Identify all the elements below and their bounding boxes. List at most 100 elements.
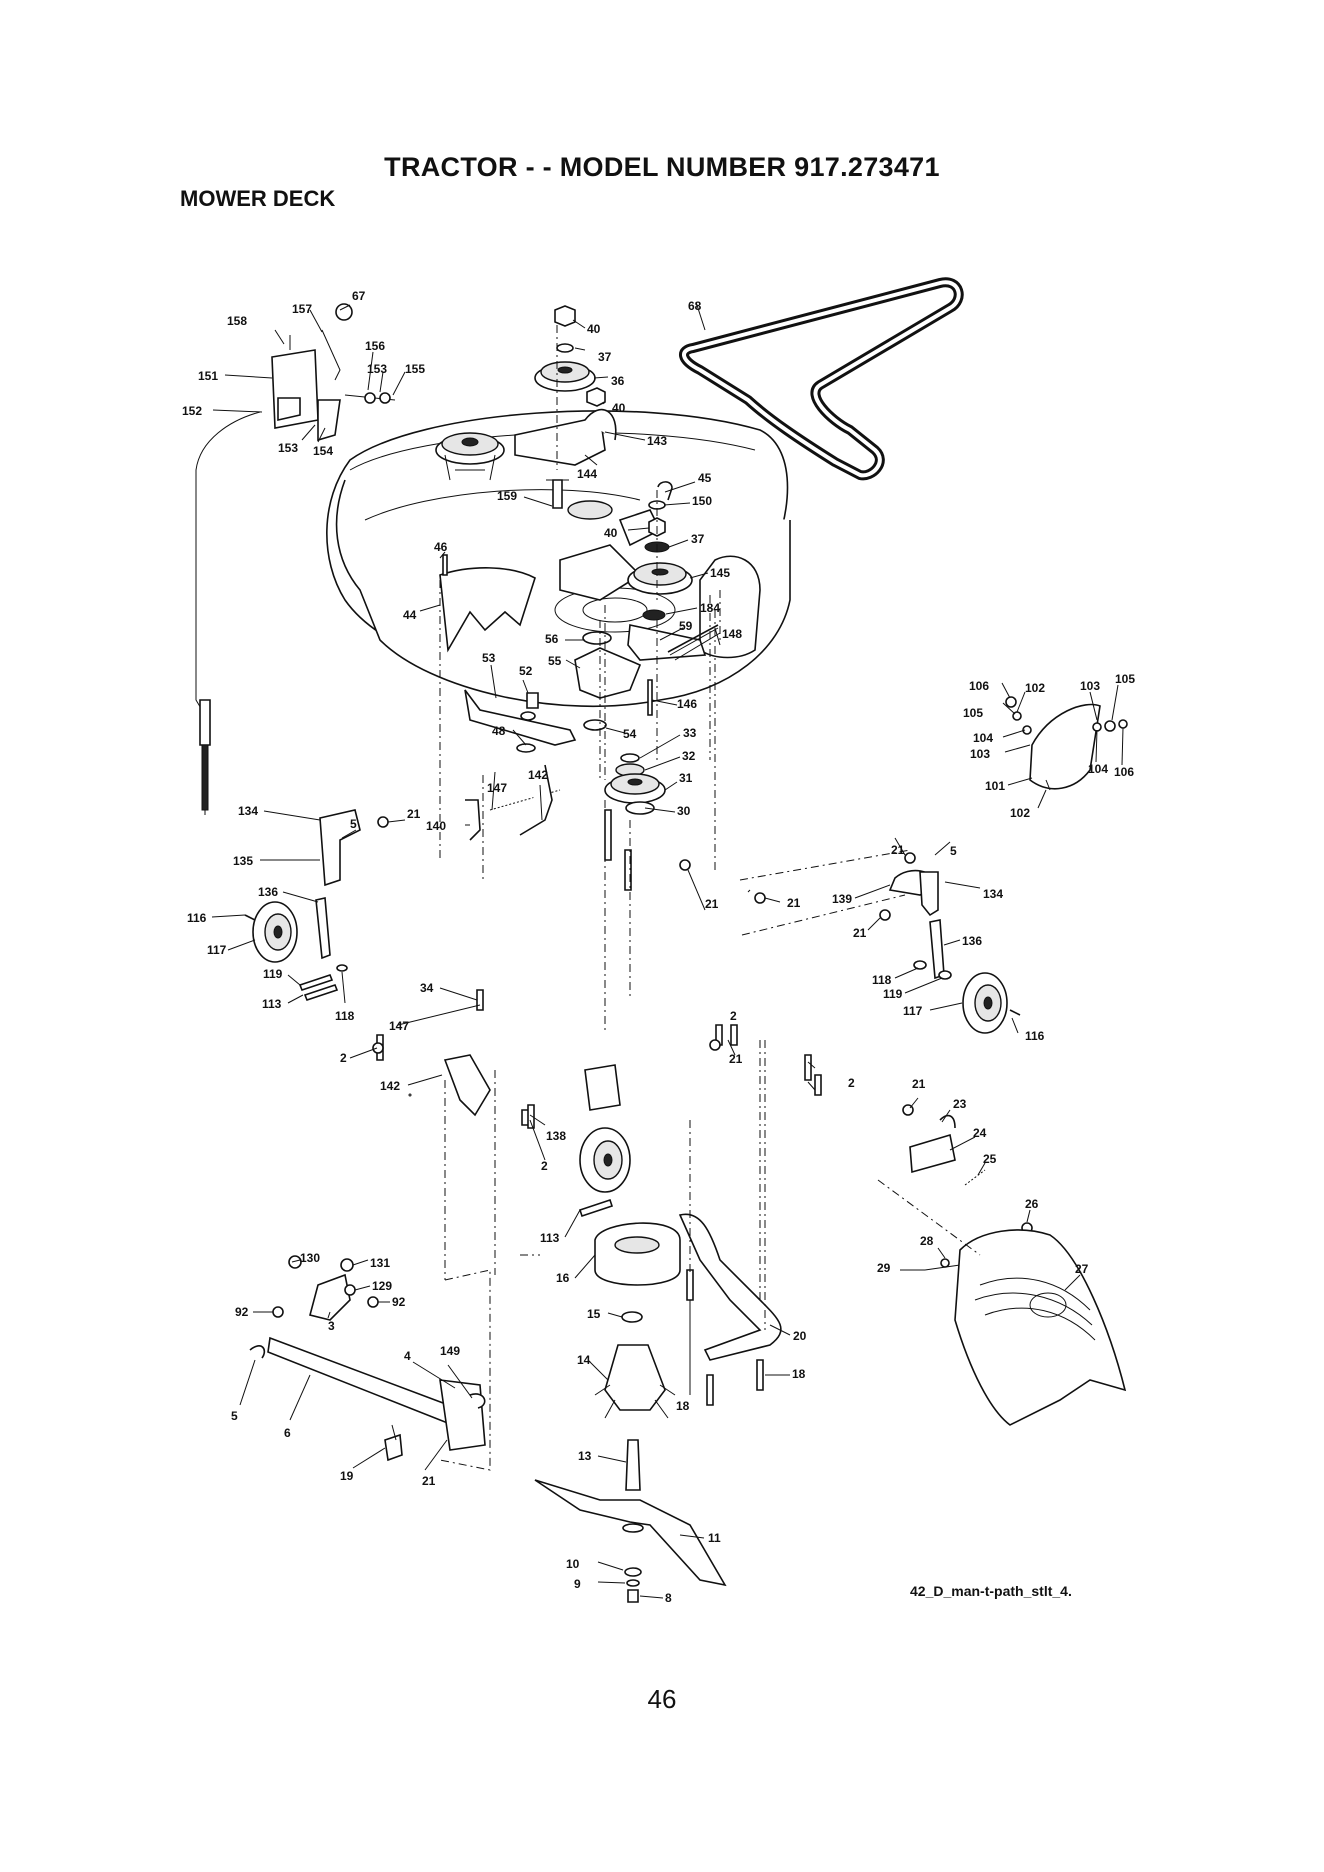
callout-label: 21 [705,897,719,911]
callout-label: 21 [422,1474,436,1488]
callout-label: 24 [973,1126,987,1140]
callout-label: 119 [883,987,903,1001]
callout-label: 146 [677,697,697,711]
callout-labels: 67 157 158 156 153 155 151 152 153 154 4… [182,289,1135,1605]
callout-label: 149 [440,1344,460,1358]
blade-spindle-assembly [534,1222,727,1603]
callout-label: 55 [548,654,562,668]
callout-label: 159 [497,489,517,503]
callout-label: 92 [235,1305,249,1319]
callout-label: 36 [611,374,625,388]
callout-label: 138 [546,1129,566,1143]
callout-label: 21 [407,807,421,821]
callout-label: 40 [612,401,626,415]
callout-label: 104 [1088,762,1108,776]
deck-stabilizer-bracket [678,1213,782,1406]
callout-label: 2 [340,1051,347,1065]
callout-label: 19 [340,1469,354,1483]
callout-label: 15 [587,1307,601,1321]
callout-label: 147 [389,1019,409,1033]
callout-label: 103 [1080,679,1100,693]
callout-label: 151 [198,369,218,383]
callout-label: 21 [729,1052,743,1066]
callout-label: 20 [793,1329,807,1343]
deck-hardware [372,809,916,1218]
right-wheel-assembly [888,869,1021,1034]
callout-label: 118 [872,973,892,987]
callout-label: 9 [574,1577,581,1591]
callout-label: 143 [647,434,667,448]
callout-label: 68 [688,299,702,313]
center-idler-arm [464,631,666,815]
callout-label: 134 [983,887,1003,901]
callout-label: 130 [300,1251,320,1265]
callout-label: 105 [963,706,983,720]
callout-label: 153 [367,362,387,376]
callout-label: 21 [853,926,867,940]
page-number: 46 [647,1684,677,1714]
deck-lift-link-assembly [249,1255,486,1462]
callout-label: 103 [970,747,990,761]
callout-label: 48 [492,724,506,738]
belt-guide-left [439,554,536,653]
drive-belt [679,277,964,481]
callout-label: 2 [848,1076,855,1090]
callout-label: 25 [983,1152,997,1166]
callout-label: 139 [832,892,852,906]
assembly-guide-lines [439,325,981,1471]
callout-label: 113 [540,1231,560,1245]
callout-label: 31 [679,771,693,785]
callout-label: 27 [1075,1262,1089,1276]
callout-label: 153 [278,441,298,455]
callout-label: 102 [1025,681,1045,695]
callout-label: 140 [426,819,446,833]
callout-label: 136 [258,885,278,899]
callout-label: 28 [920,1234,934,1248]
callout-label: 148 [722,627,742,641]
callout-label: 37 [598,350,612,364]
callout-label: 23 [953,1097,967,1111]
deck-lift-cable-assembly [195,303,396,815]
callout-label: 101 [985,779,1005,793]
callout-label: 59 [679,619,693,633]
left-wheel-assembly [244,809,361,1001]
deck-idler-bracket [559,500,662,601]
callout-label: 13 [578,1449,592,1463]
callout-label: 117 [903,1004,923,1018]
callout-label: 152 [182,404,202,418]
callout-label: 40 [604,526,618,540]
callout-label: 116 [1025,1029,1045,1043]
callout-label: 21 [912,1077,926,1091]
callout-label: 145 [710,566,730,580]
callout-label: 54 [623,727,637,741]
callout-label: 5 [350,817,357,831]
callout-label: 117 [207,943,227,957]
callout-label: 40 [587,322,601,336]
callout-label: 26 [1025,1197,1039,1211]
callout-label: 156 [365,339,385,353]
callout-label: 106 [1114,765,1134,779]
callout-label: 134 [238,804,258,818]
callout-label: 184 [700,601,720,615]
callout-label: 46 [434,540,448,554]
callout-label: 3 [328,1319,335,1333]
callout-label: 44 [403,608,417,622]
callout-label: 56 [545,632,559,646]
callout-label: 37 [691,532,705,546]
callout-label: 53 [482,651,496,665]
deflector-shield-small [1005,696,1128,791]
callout-label: 104 [973,731,993,745]
callout-label: 45 [698,471,712,485]
callout-label: 113 [262,997,282,1011]
callout-label: 118 [335,1009,355,1023]
callout-label: 142 [528,768,548,782]
callout-label: 131 [370,1256,390,1270]
mower-deck-housing [326,410,791,1097]
callout-label: 10 [566,1557,580,1571]
drawing-reference: 42_D_man-t-path_stlt_4. [910,1583,1072,1599]
callout-label: 34 [420,981,434,995]
callout-label: 144 [577,467,597,481]
callout-label: 142 [380,1079,400,1093]
callout-label: 29 [877,1261,891,1275]
